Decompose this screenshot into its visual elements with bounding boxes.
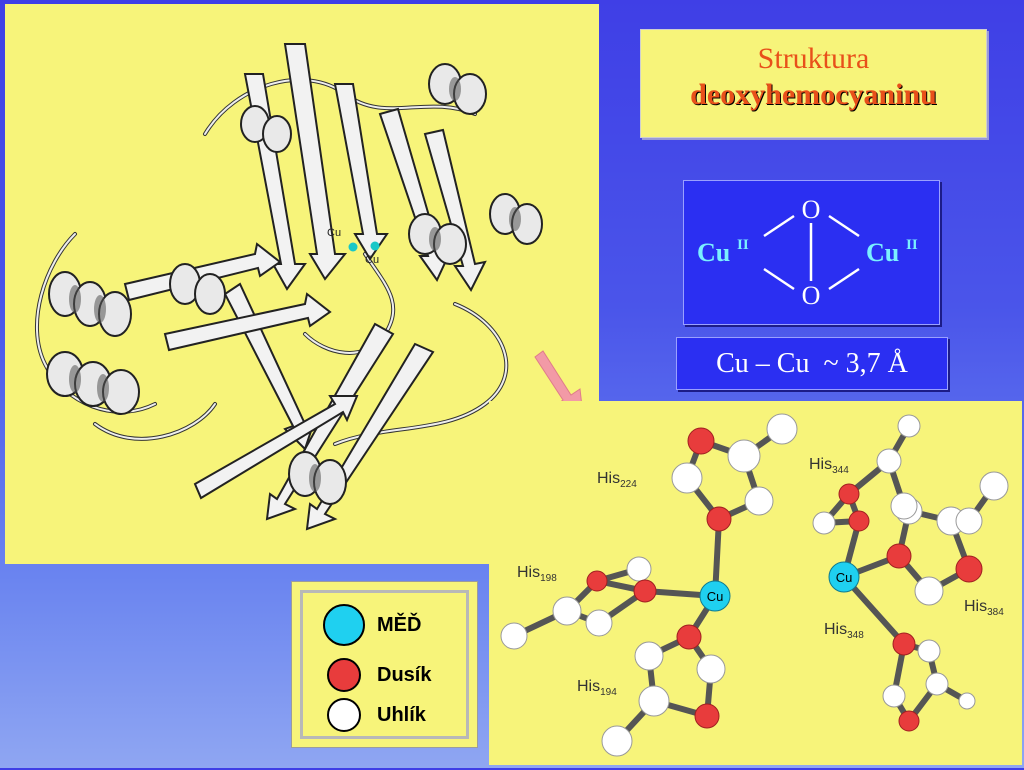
scheme-oxidation-left: II — [737, 237, 749, 253]
label-his224: His224 — [597, 470, 637, 490]
detail-cu-label-right: Cu — [836, 570, 853, 585]
legend-frame: MĚĎ Dusík Uhlík — [300, 590, 469, 739]
distance-box: Cu – Cu ~ 3,7 Å — [676, 337, 948, 390]
protein-ribbon-drawing: Cu Cu — [35, 43, 543, 531]
scheme-oxygen-top: O — [802, 195, 821, 224]
scheme-oxidation-right: II — [906, 237, 918, 253]
detail-cu-atom-right — [828, 561, 860, 593]
copper-swatch — [323, 604, 365, 646]
protein-cu-label-1: Cu — [327, 227, 341, 239]
protein-cu-label-2: Cu — [365, 254, 379, 266]
scheme-copper-left: Cu — [697, 238, 730, 267]
title-box: Struktura deoxyhemocyaninu — [640, 29, 987, 138]
legend-item-nitrogen: Dusík — [323, 655, 431, 695]
legend-label-carbon: Uhlík — [377, 703, 426, 726]
peroxo-scheme-box: O O Cu II Cu II — [683, 180, 940, 325]
active-site-detail-image: Cu Cu His224 His198 His194 His344 His384… — [489, 401, 1022, 765]
legend-box: MĚĎ Dusík Uhlík — [291, 581, 478, 748]
label-his384: His384 — [964, 598, 1004, 618]
nitrogen-swatch — [327, 658, 361, 692]
legend-item-carbon: Uhlík — [323, 695, 426, 735]
label-his198: His198 — [517, 564, 557, 584]
detail-cu-atom-left — [699, 580, 731, 612]
legend-label-copper: MĚĎ — [377, 613, 422, 636]
label-his194: His194 — [577, 678, 617, 698]
protein-structure-image: Cu Cu — [5, 4, 599, 564]
legend-item-copper: MĚĎ — [323, 604, 422, 646]
title-line-2: deoxyhemocyaninu — [690, 78, 937, 111]
legend-label-nitrogen: Dusík — [377, 663, 432, 686]
peroxo-scheme-diagram: O O Cu II Cu II — [697, 195, 918, 310]
active-site-ball-and-stick: Cu Cu His224 His198 His194 His344 His384… — [500, 413, 1009, 757]
protein-cu-atom-1 — [348, 242, 358, 252]
scheme-oxygen-bottom: O — [802, 281, 821, 310]
label-his348: His348 — [824, 621, 864, 641]
carbon-swatch — [327, 698, 361, 732]
title-line-1: Struktura — [757, 42, 870, 75]
protein-cu-atom-2 — [370, 241, 380, 251]
scheme-copper-right: Cu — [866, 238, 899, 267]
label-his344: His344 — [809, 456, 849, 476]
detail-cu-label-left: Cu — [707, 589, 724, 604]
